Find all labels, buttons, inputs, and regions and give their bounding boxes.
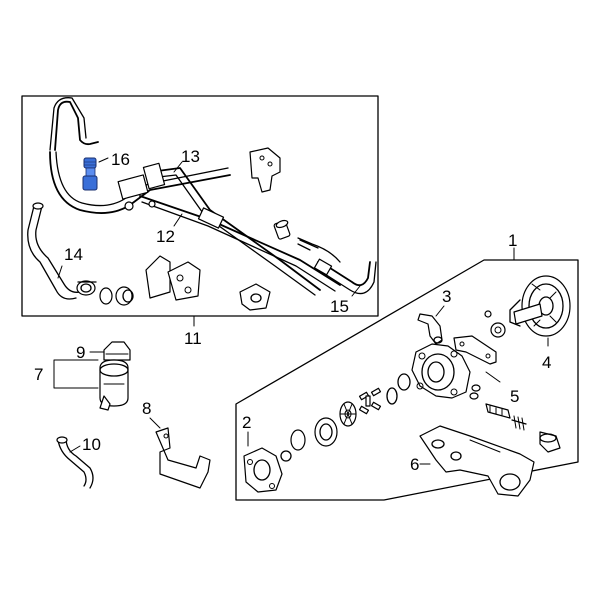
small-clip [239,283,271,311]
highlighted-fitting-16[interactable] [82,157,98,191]
callout-5: 5 [510,387,519,406]
seal-ring [290,429,306,451]
rear-housing [243,447,283,493]
leader-12 [173,213,183,227]
fitting-3 [417,313,443,345]
callout-7: 7 [34,365,43,384]
rotor [339,401,357,427]
hose-assembly-group [21,95,379,327]
callout-10: 10 [82,435,101,454]
return-pipe [149,167,321,291]
bracket-5 [453,335,497,365]
pulley [509,275,571,337]
hose-clamps-row [76,280,134,306]
leader-15 [351,285,361,297]
leader-16 [98,157,109,163]
callout-1: 1 [508,231,517,250]
reservoir-bracket [155,427,211,489]
hose-assembly-frame [21,95,379,317]
leader-13 [173,161,183,173]
callout-3: 3 [442,287,451,306]
callout-15: 15 [330,297,349,316]
callout-16: 16 [111,150,130,169]
reservoir-cap [103,341,131,361]
callout-11: 11 [184,329,202,348]
upper-bracket [249,147,281,193]
lower-brackets [145,255,201,301]
callout-2: 2 [242,413,251,432]
small-hose-10 [57,439,87,487]
callout-8: 8 [142,399,151,418]
callout-9: 9 [76,343,85,362]
callout-12: 12 [156,227,175,246]
o-ring [397,373,411,391]
reservoir-group [53,341,211,489]
leader-14 [57,265,63,279]
callout-4: 4 [542,353,551,372]
cam-ring [314,417,338,447]
mounting-bracket-6 [419,425,535,497]
vanes [358,387,382,415]
pressure-pipe [54,100,99,151]
callout-13: 13 [181,147,200,166]
pump-housing [411,343,481,399]
callout-6: 6 [410,455,419,474]
rubber-hose-14 [27,202,81,300]
callout-14: 14 [64,245,83,264]
flow-control-valve [469,392,561,453]
pump-assembly-frame [235,259,579,501]
pump-assembly-group [235,247,579,501]
